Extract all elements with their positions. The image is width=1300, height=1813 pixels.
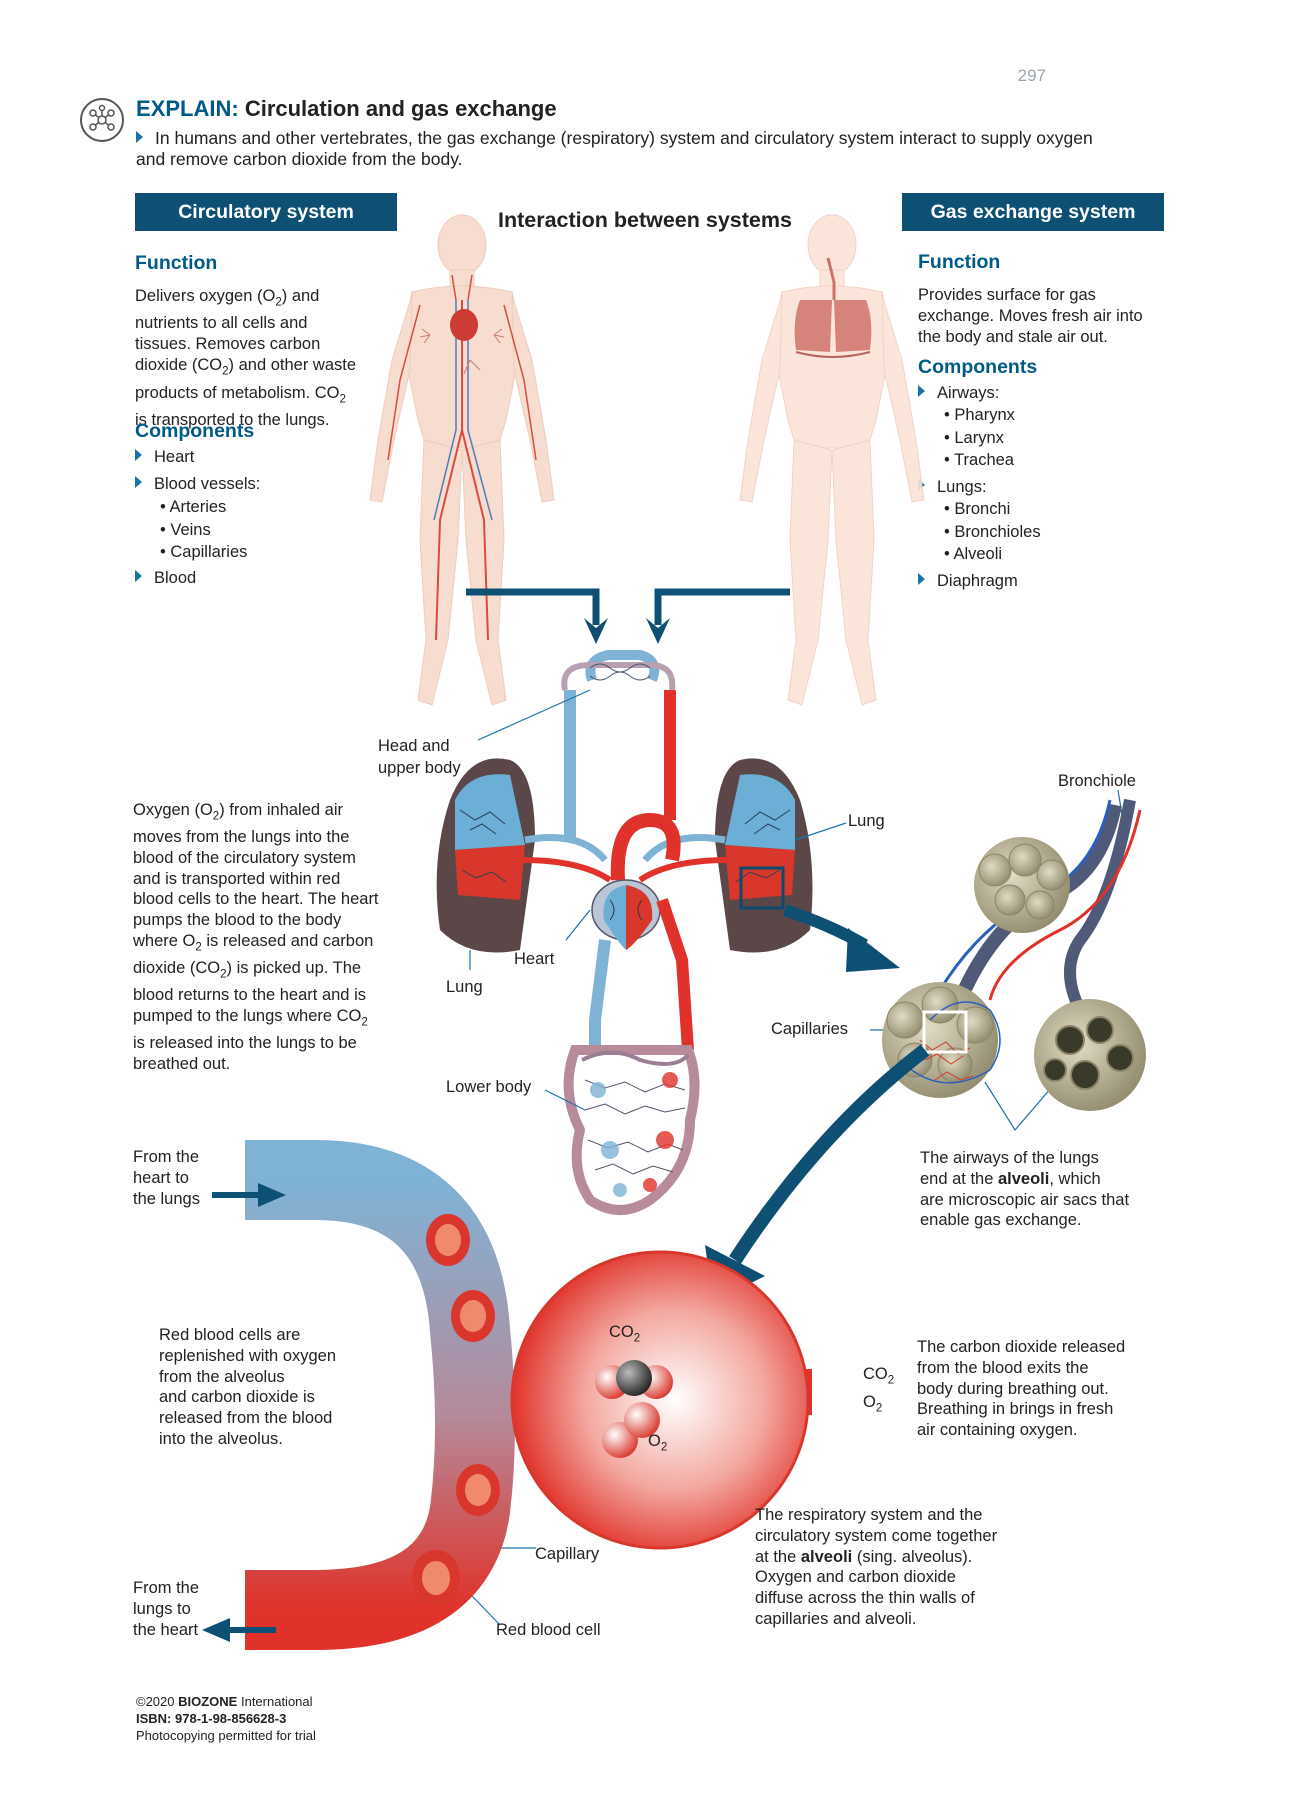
- circ-components-heading: Components: [135, 420, 255, 442]
- intro-text: In humans and other vertebrates, the gas…: [136, 128, 1093, 169]
- zoom-box-alveolus: [922, 1010, 968, 1054]
- gas-lung-list: • Bronchi • Bronchioles • Alveoli: [944, 500, 1041, 563]
- circulatory-heading: Circulatory system: [135, 193, 397, 231]
- circ-function-text: Delivers oxygen (O2) and nutrients to al…: [135, 287, 357, 429]
- zoom-box-lung: [739, 866, 785, 910]
- human-figure-respiratory: [739, 214, 925, 706]
- human-figure-circulatory: [369, 214, 555, 706]
- gas-components-heading: Components: [918, 356, 1038, 378]
- footer: ©2020 BIOZONE International ISBN: 978-1-…: [136, 1693, 316, 1744]
- footer-copyright: ©2020 BIOZONE International: [136, 1694, 313, 1709]
- footer-note: Photocopying permitted for trial: [136, 1728, 316, 1743]
- title-text: Circulation and gas exchange: [244, 96, 557, 121]
- title-prefix: EXPLAIN:: [136, 96, 239, 121]
- red-blood-cells: [412, 1214, 500, 1606]
- circ-component-heart: Heart: [135, 446, 194, 468]
- interaction-title: Interaction between systems: [498, 208, 792, 232]
- page-number: 297: [1017, 66, 1046, 85]
- bullet-triangle-icon: [136, 131, 143, 143]
- converging-arrows: [466, 588, 790, 625]
- oxygen-paragraph: Oxygen (O2) from inhaled air moves from …: [133, 801, 379, 1073]
- gas-airway-list: • Pharynx • Larynx • Trachea: [944, 406, 1015, 469]
- label-co2-exit: CO2: [863, 1365, 895, 1387]
- circ-component-blood: Blood: [135, 567, 196, 589]
- label-lung-right: Lung: [848, 812, 885, 830]
- flow-arrows: [202, 1183, 286, 1642]
- alveolus: [510, 1250, 810, 1550]
- molecule-icon: [80, 98, 124, 142]
- label-capillary: Capillary: [535, 1545, 600, 1563]
- gas-function-text: Provides surface for gas exchange. Moves…: [918, 286, 1143, 346]
- gas-component-airways: Airways:: [918, 382, 999, 404]
- arrowheads: [584, 618, 670, 644]
- circ-vessel-list: • Arteries • Veins • Capillaries: [160, 498, 248, 561]
- respiratory-paragraph: The respiratory system and the circulato…: [755, 1506, 998, 1628]
- intro: In humans and other vertebrates, the gas…: [136, 128, 1096, 170]
- footer-isbn: ISBN: 978-1-98-856628-3: [136, 1711, 287, 1726]
- alveoli-cluster: [882, 798, 1146, 1111]
- circ-component-vessels: Blood vessels:: [135, 473, 260, 495]
- circulation-diagram: [436, 650, 813, 1215]
- label-red-blood-cell: Red blood cell: [496, 1621, 601, 1639]
- label-capillaries: Capillaries: [771, 1020, 849, 1038]
- label-heart: Heart: [514, 950, 555, 968]
- label-bronchiole: Bronchiole: [1058, 772, 1136, 790]
- label-lung-left: Lung: [446, 978, 483, 996]
- molecules: [595, 1360, 673, 1458]
- gas-component-diaphragm: Diaphragm: [918, 570, 1018, 592]
- gas-function-heading: Function: [918, 251, 1001, 273]
- alveoli-paragraph: The airways of the lungs end at the alve…: [920, 1149, 1130, 1230]
- gas-exchange-heading: Gas exchange system: [902, 193, 1164, 231]
- label-co2-molecule: CO2: [609, 1323, 641, 1345]
- page-title: EXPLAIN: Circulation and gas exchange: [136, 96, 557, 122]
- label-lower-body: Lower body: [446, 1078, 532, 1096]
- label-o2-molecule: O2: [648, 1432, 668, 1454]
- label-o2-enter: O2: [863, 1393, 883, 1415]
- circ-function-heading: Function: [135, 252, 218, 274]
